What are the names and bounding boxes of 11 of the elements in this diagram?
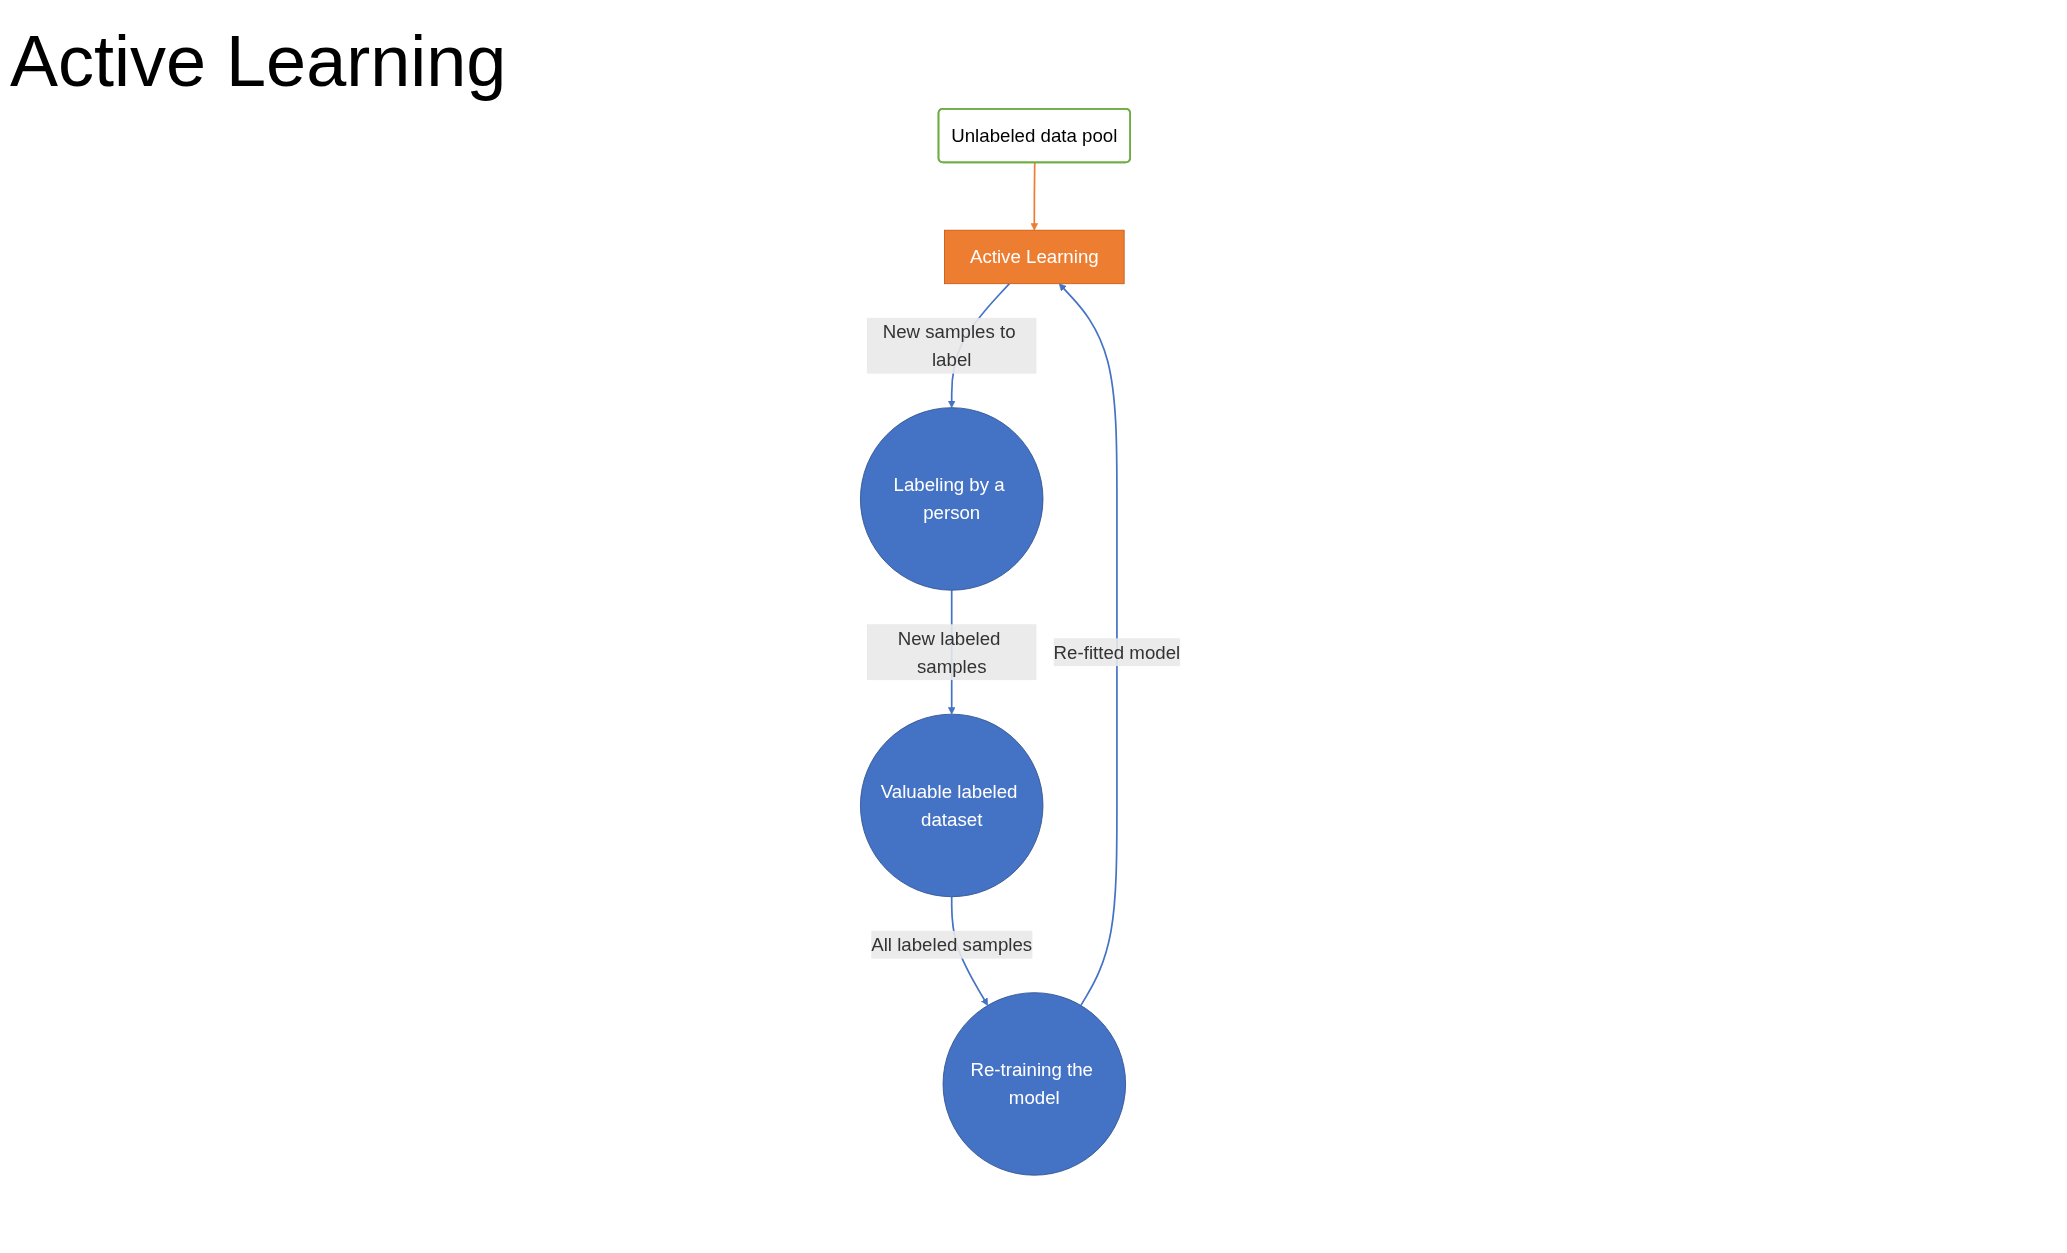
node-circle: Re-training the model: [942, 992, 1126, 1176]
arrow: [1058, 283, 1118, 1007]
node-circle: Labeling by a person: [859, 407, 1044, 591]
edge-label: All labeled samples: [870, 934, 1032, 956]
node-circle: Valuable labeled dataset: [859, 713, 1044, 898]
edge-label: New labeled samples: [897, 627, 1001, 677]
edge-label: Re-fitted model: [1053, 641, 1180, 663]
node-box: Active Learning: [943, 229, 1125, 285]
title: Active Learning: [10, 20, 507, 102]
edge-label: New samples to label: [882, 321, 1016, 371]
arrow: [1030, 161, 1038, 231]
